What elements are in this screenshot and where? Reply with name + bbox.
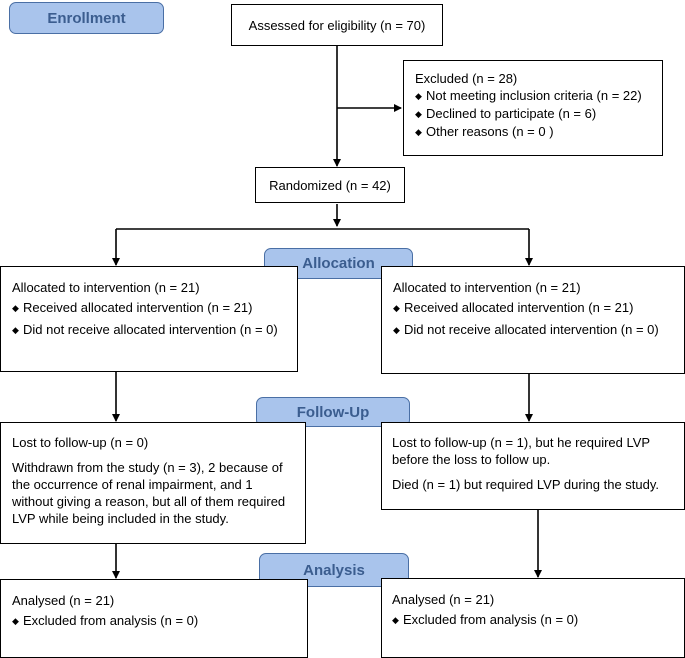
diamond-icon: ◆ bbox=[12, 325, 19, 335]
right-allocation-box: Allocated to intervention (n = 21) ◆Rece… bbox=[381, 266, 685, 374]
excluded-item: ◆Not meeting inclusion criteria (n = 22) bbox=[415, 88, 642, 103]
left-allocation-item: ◆Did not receive allocated intervention … bbox=[12, 322, 278, 337]
excluded-title: Excluded (n = 28) bbox=[415, 71, 518, 86]
excluded-item: ◆Other reasons (n = 0 ) bbox=[415, 124, 554, 139]
right-allocation-title: Allocated to intervention (n = 21) bbox=[393, 280, 581, 295]
right-followup-box: Lost to follow-up (n = 1), but he requir… bbox=[381, 422, 685, 510]
diamond-icon: ◆ bbox=[415, 127, 422, 137]
diamond-icon: ◆ bbox=[393, 325, 400, 335]
randomized-box: Randomized (n = 42) bbox=[255, 167, 405, 203]
diamond-icon: ◆ bbox=[12, 616, 19, 626]
stage-enrollment: Enrollment bbox=[9, 2, 164, 34]
left-allocation-item: ◆Received allocated intervention (n = 21… bbox=[12, 300, 253, 315]
right-analysis-box: Analysed (n = 21) ◆Excluded from analysi… bbox=[381, 578, 685, 658]
right-analysis-item: ◆Excluded from analysis (n = 0) bbox=[392, 612, 579, 627]
randomized-text: Randomized (n = 42) bbox=[269, 177, 391, 193]
right-followup-lost: Lost to follow-up (n = 1), but he requir… bbox=[392, 435, 650, 467]
left-followup-withdrawn: Withdrawn from the study (n = 3), 2 beca… bbox=[12, 460, 286, 526]
excluded-item: ◆Declined to participate (n = 6) bbox=[415, 106, 597, 121]
left-followup-lost: Lost to follow-up (n = 0) bbox=[12, 435, 149, 450]
assessed-text: Assessed for eligibility (n = 70) bbox=[248, 17, 426, 33]
left-analysis-box: Analysed (n = 21) ◆Excluded from analysi… bbox=[0, 579, 308, 658]
diamond-icon: ◆ bbox=[415, 91, 422, 101]
assessed-box: Assessed for eligibility (n = 70) bbox=[231, 4, 443, 46]
diamond-icon: ◆ bbox=[393, 303, 400, 313]
right-followup-died: Died (n = 1) but required LVP during the… bbox=[392, 477, 660, 492]
diamond-icon: ◆ bbox=[392, 615, 399, 625]
right-analysis-title: Analysed (n = 21) bbox=[392, 592, 495, 607]
excluded-box: Excluded (n = 28) ◆Not meeting inclusion… bbox=[403, 60, 663, 156]
diamond-icon: ◆ bbox=[415, 109, 422, 119]
right-allocation-item: ◆Received allocated intervention (n = 21… bbox=[393, 300, 634, 315]
right-allocation-item: ◆Did not receive allocated intervention … bbox=[393, 322, 659, 337]
diamond-icon: ◆ bbox=[12, 303, 19, 313]
left-allocation-title: Allocated to intervention (n = 21) bbox=[12, 280, 200, 295]
left-allocation-box: Allocated to intervention (n = 21) ◆Rece… bbox=[0, 266, 298, 372]
left-analysis-title: Analysed (n = 21) bbox=[12, 593, 115, 608]
left-followup-box: Lost to follow-up (n = 0) Withdrawn from… bbox=[0, 422, 306, 544]
left-analysis-item: ◆Excluded from analysis (n = 0) bbox=[12, 613, 199, 628]
